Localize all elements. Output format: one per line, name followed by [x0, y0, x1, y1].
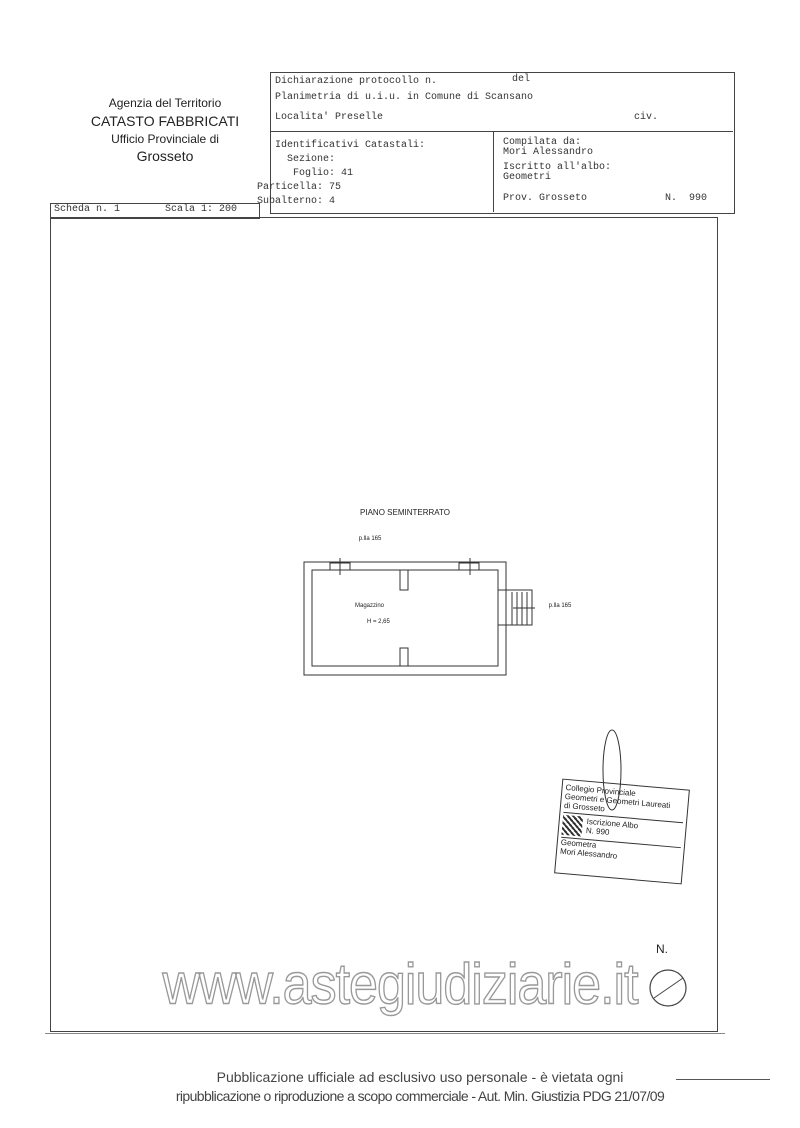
qr-code-icon: [561, 814, 584, 837]
provincia-value: Prov. Grosseto: [503, 193, 588, 204]
footer-rule: [676, 1079, 770, 1080]
neighbor-right-label: p.lla 165: [548, 603, 572, 609]
north-label: N.: [656, 942, 668, 956]
room-height: H = 2,65: [367, 619, 390, 625]
office-label: Ufficio Provinciale di: [111, 132, 219, 146]
divider: [270, 131, 733, 132]
bottom-rule: [45, 1033, 725, 1034]
header-box: [270, 72, 735, 214]
plan-title: PIANO SEMINTERRATO: [360, 508, 450, 517]
compilata-label: Compilata da:: [503, 137, 582, 148]
catasto-title: CATASTO FABBRICATI: [90, 113, 240, 129]
footer-line-2: ripubblicazione o riproduzione a scopo c…: [175, 1088, 665, 1104]
numero-albo: N. 990: [665, 193, 708, 204]
scheda-box: [50, 203, 260, 219]
office-city: Grosseto: [136, 148, 194, 164]
scala-label: Scala 1: 200: [165, 204, 238, 215]
planimetria-label: Planimetria di u.i.u. in Comune di Scans…: [275, 92, 534, 103]
iscritto-label: Iscritto all'albo:: [503, 162, 612, 173]
divider: [493, 131, 494, 212]
sezione-label: Sezione:: [287, 154, 336, 165]
subalterno-value: Subalterno: 4: [257, 196, 336, 207]
identificativi-label: Identificativi Catastali:: [275, 140, 426, 151]
del-label: del: [512, 74, 531, 85]
drawing-frame: [50, 217, 718, 1032]
foglio-value: Foglio: 41: [293, 168, 354, 179]
scheda-label: Scheda n. 1: [54, 204, 121, 215]
watermark: www.astegiudiziarie.it: [162, 952, 639, 1017]
protocollo-label: Dichiarazione protocollo n.: [275, 76, 438, 87]
neighbor-top-label: p.lla 165: [358, 536, 382, 542]
albo-value: Geometri: [503, 172, 552, 183]
particella-value: Particella: 75: [257, 182, 342, 193]
civ-label: civ.: [634, 112, 659, 123]
footer-line-1: Pubblicazione ufficiale ad esclusivo uso…: [216, 1069, 624, 1085]
agency-name: Agenzia del Territorio: [108, 96, 222, 110]
localita-label: Localita' Preselle: [275, 112, 384, 123]
professional-stamp: Collegio Provinciale Geometri e Geometri…: [554, 778, 690, 885]
room-name: Magazzino: [355, 603, 385, 609]
compilatore-name: Mori Alessandro: [503, 147, 594, 158]
